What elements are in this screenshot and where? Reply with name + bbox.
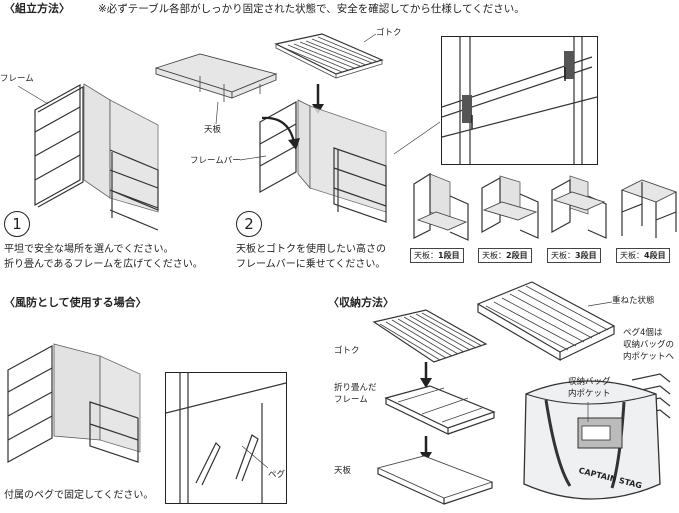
step-2-line-2: フレームバーに乗せてください。 [236,259,385,272]
level-2-badge: 天板：2段目 [478,248,532,263]
peg-leader-line [240,444,270,474]
bag-pocket-leader-line [584,400,594,424]
bag-pocket-label-2: 内ポケット [568,389,611,400]
windscreen-section-title: 〈風防として使用する場合〉 [4,296,147,310]
stacked-leader-line [586,300,614,308]
frame-bar-label: フレームバー [190,156,241,167]
storage-folded-frame-label-2: フレーム [334,395,368,406]
step-2-line-1: 天板とゴトクを使用したい高さの [236,244,386,257]
frame-label: フレーム [0,74,34,85]
level-4-illustration [618,176,678,240]
windscreen-illustration [0,312,160,472]
curved-arrow-icon [258,112,304,152]
level-4-badge: 天板：4段目 [616,248,670,263]
windscreen-caption: 付属のペグで固定してください。 [4,490,153,503]
frame-bar-leader-line [238,152,268,164]
frame-bar-detail-box [441,36,598,165]
folding-frame-illustration [0,70,170,230]
tabletop-leader-line [212,100,222,126]
peg-label: ペグ [268,470,285,481]
storage-folded-frame-illustration [382,384,498,438]
level-2-illustration [478,172,542,240]
stacked-state-label: 重ねた状態 [612,296,655,307]
level-3-illustration [548,174,610,240]
step-1-number: 1 [4,211,30,237]
peg-detail-box [165,372,287,504]
bag-pocket-label-1: 収納バッグ [568,377,611,388]
detail-zoom-leader [392,120,442,160]
storage-tabletop-illustration [374,454,496,510]
step-1-line-2: 折り畳んであるフレームを広げてください。 [4,259,203,272]
peg-note-line-1: ペグ4個は [623,328,662,339]
step-2-number: 2 [236,211,262,237]
peg-note-line-2: 収納バッグの [623,340,674,351]
peg-note-line-3: 内ポケットへ [623,352,674,363]
storage-folded-frame-label-1: 折り畳んだ [334,383,377,394]
level-1-illustration [410,170,472,240]
level-1-badge: 天板：1段目 [410,248,464,263]
grill-leader-line [360,32,380,44]
step-1-line-1: 平坦で安全な場所を選んでください。 [4,244,174,257]
level-3-badge: 天板：3段目 [547,248,601,263]
storage-grill-label: ゴトク [334,346,360,357]
assembly-section-title: 〈組立方法〉 [4,2,70,16]
storage-tabletop-label: 天板 [334,466,351,477]
safety-note: ※必ずテーブル各部がしっかり固定された状態で、安全を確認してから仕様してください… [98,3,525,16]
stacked-state-illustration [470,276,620,366]
tabletop-label: 天板 [204,125,221,136]
